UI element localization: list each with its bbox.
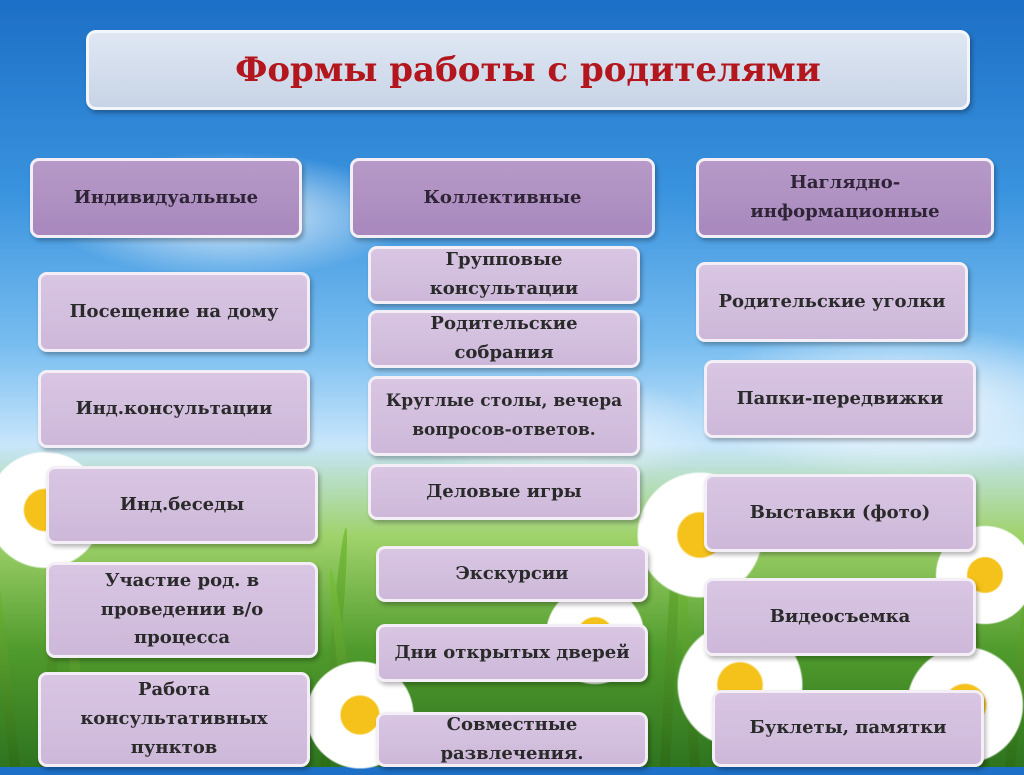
page-title: Формы работы с родителями [235,50,821,90]
title-banner: Формы работы с родителями [86,30,970,110]
item-parent-corners: Родительские уголки [696,262,968,342]
header-collective: Коллективные [350,158,655,238]
item-group-consultations: Групповые консультации [368,246,640,304]
item-round-tables: Круглые столы, вечера вопросов-ответов. [368,376,640,456]
item-joint-entertainment: Совместные развлечения. [376,712,648,767]
item-exhibitions: Выставки (фото) [704,474,976,552]
item-participation: Участие род. в проведении в/о процесса [46,562,318,658]
item-consulting-points: Работа консультативных пунктов [38,672,310,767]
item-individual-consultations: Инд.консультации [38,370,310,448]
item-open-days: Дни открытых дверей [376,624,648,682]
header-individual: Индивидуальные [30,158,302,238]
item-video: Видеосъемка [704,578,976,656]
item-booklets: Буклеты, памятки [712,690,984,767]
item-folders: Папки-передвижки [704,360,976,438]
item-individual-talks: Инд.беседы [46,466,318,544]
item-parent-meetings: Родительские собрания [368,310,640,368]
item-home-visit: Посещение на дому [38,272,310,352]
item-excursions: Экскурсии [376,546,648,602]
header-visual-info: Наглядно-информационные [696,158,994,238]
item-business-games: Деловые игры [368,464,640,520]
